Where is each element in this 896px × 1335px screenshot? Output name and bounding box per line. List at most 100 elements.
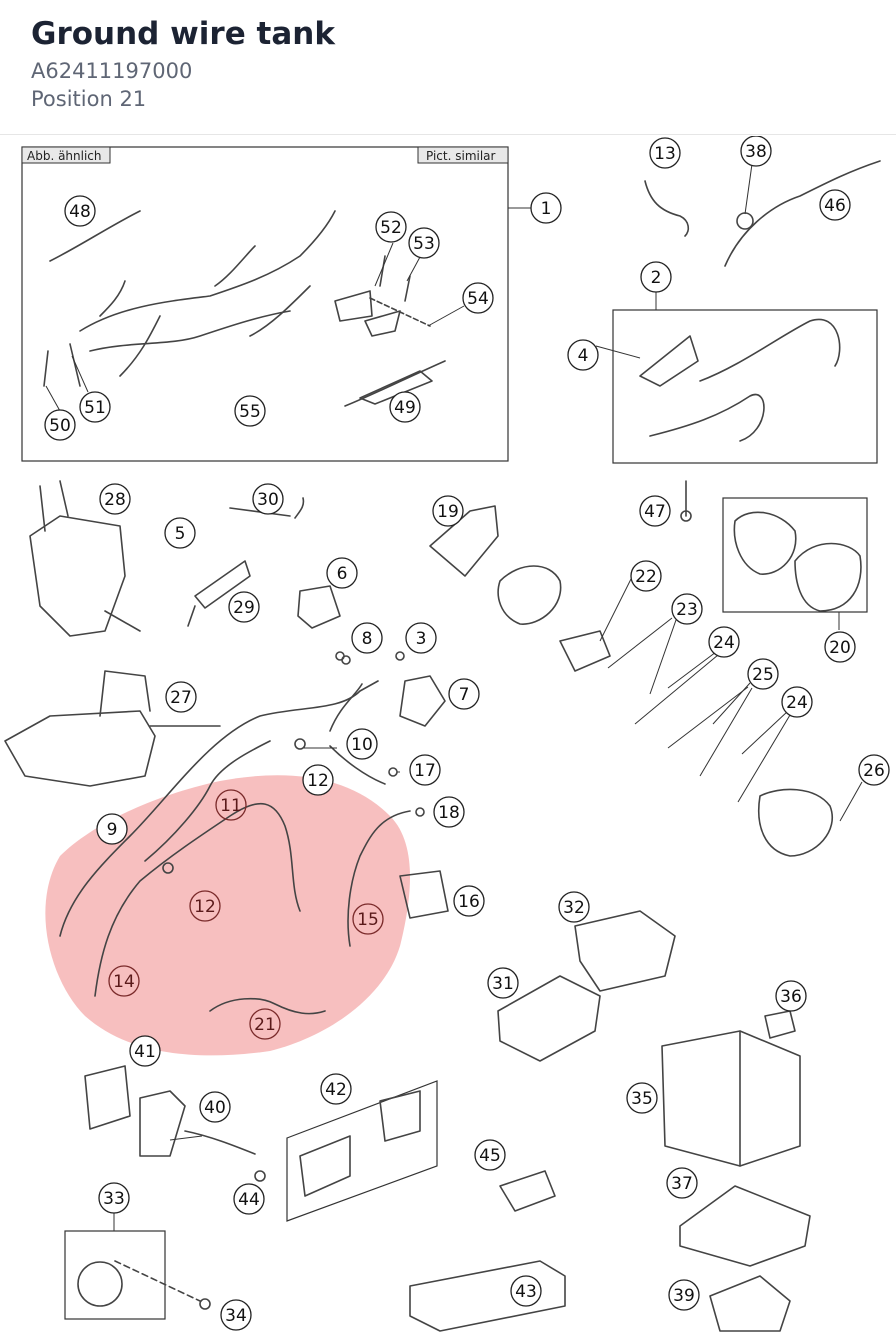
callout-circle	[375, 211, 407, 243]
callout-number: 2	[651, 268, 662, 288]
callout-circle	[708, 626, 740, 658]
callout-45: 45	[474, 1139, 506, 1171]
callout-number: 46	[824, 196, 846, 216]
callout-circle	[302, 764, 334, 796]
callout-circle	[320, 1073, 352, 1105]
callout-29: 29	[228, 591, 260, 623]
callout-number: 38	[745, 142, 767, 162]
callout-15: 15	[352, 903, 384, 935]
position-label: Position 21	[31, 87, 147, 111]
callout-43: 43	[510, 1275, 542, 1307]
callout-number: 25	[752, 665, 774, 685]
callout-53: 53	[408, 227, 440, 259]
callout-number: 47	[644, 502, 666, 522]
box-20	[722, 497, 868, 613]
callout-number: 42	[325, 1080, 347, 1100]
box-2	[612, 309, 878, 464]
callout-number: 1	[541, 199, 552, 219]
callout-16: 16	[453, 885, 485, 917]
callout-circle	[249, 1008, 281, 1040]
callout-1: 1	[530, 192, 562, 224]
callout-26: 26	[858, 754, 890, 786]
callout-circle	[165, 681, 197, 713]
callout-number: 5	[175, 524, 186, 544]
callout-circle	[252, 483, 284, 515]
callout-number: 33	[103, 1189, 125, 1209]
callout-circle	[351, 622, 383, 654]
callout-circle	[781, 686, 813, 718]
callout-number: 37	[671, 1174, 693, 1194]
callout-28: 28	[99, 483, 131, 515]
callout-11: 11	[215, 789, 247, 821]
callout-44: 44	[233, 1183, 265, 1215]
callout-50: 50	[44, 409, 76, 441]
callout-30: 30	[252, 483, 284, 515]
harness-box	[21, 146, 509, 462]
callout-34: 34	[220, 1299, 252, 1331]
callout-number: 53	[413, 234, 435, 254]
callout-51: 51	[79, 391, 111, 423]
callout-circle	[129, 1035, 161, 1067]
callout-48: 48	[64, 195, 96, 227]
callout-37: 37	[666, 1167, 698, 1199]
callout-number: 41	[134, 1042, 156, 1062]
callout-number: 16	[458, 892, 480, 912]
callout-number: 20	[829, 638, 851, 658]
callout-number: 13	[654, 144, 676, 164]
callout-circle	[164, 517, 196, 549]
callout-22: 22	[630, 560, 662, 592]
callout-circle	[220, 1299, 252, 1331]
callout-54: 54	[462, 282, 494, 314]
callout-5: 5	[164, 517, 196, 549]
leader-lines	[45, 163, 863, 1231]
callout-number: 35	[631, 1089, 653, 1109]
callout-number: 34	[225, 1306, 247, 1326]
callout-circle	[649, 137, 681, 169]
callout-number: 29	[233, 598, 255, 618]
component-sketches	[4, 160, 881, 1332]
callout-number: 14	[113, 972, 135, 992]
callout-27: 27	[165, 681, 197, 713]
callout-21: 21	[249, 1008, 281, 1040]
callout-circle	[558, 891, 590, 923]
callout-circle	[775, 980, 807, 1012]
callout-41: 41	[129, 1035, 161, 1067]
callout-circle	[189, 890, 221, 922]
callout-number: 8	[362, 629, 373, 649]
callout-number: 3	[416, 629, 427, 649]
box-label-right-text: Pict. similar	[426, 149, 496, 163]
callout-3: 3	[405, 622, 437, 654]
callout-number: 24	[786, 693, 808, 713]
callout-circle	[352, 903, 384, 935]
callout-19: 19	[432, 495, 464, 527]
callout-circle	[99, 483, 131, 515]
callout-number: 9	[107, 820, 118, 840]
callout-13: 13	[649, 137, 681, 169]
callout-23: 23	[671, 593, 703, 625]
callout-number: 31	[492, 974, 514, 994]
callout-6: 6	[326, 557, 358, 589]
callout-circle	[326, 557, 358, 589]
callout-number: 28	[104, 490, 126, 510]
callout-circle	[462, 282, 494, 314]
callout-circle	[671, 593, 703, 625]
callout-42: 42	[320, 1073, 352, 1105]
callout-31: 31	[487, 967, 519, 999]
callout-number: 51	[84, 398, 106, 418]
callout-circle	[740, 136, 772, 167]
callout-circle	[626, 1082, 658, 1114]
callout-4: 4	[567, 339, 599, 371]
callout-circle	[432, 495, 464, 527]
callout-39: 39	[668, 1279, 700, 1311]
callout-20: 20	[824, 631, 856, 663]
callout-circle	[233, 1183, 265, 1215]
callout-number: 19	[437, 502, 459, 522]
callout-circle	[453, 885, 485, 917]
callout-number: 4	[578, 346, 589, 366]
callout-52: 52	[375, 211, 407, 243]
callout-circle	[408, 227, 440, 259]
part-info: A62411197000 Position 21	[31, 57, 192, 113]
callout-number: 24	[713, 633, 735, 653]
callout-circle	[389, 391, 421, 423]
callout-number: 43	[515, 1282, 537, 1302]
